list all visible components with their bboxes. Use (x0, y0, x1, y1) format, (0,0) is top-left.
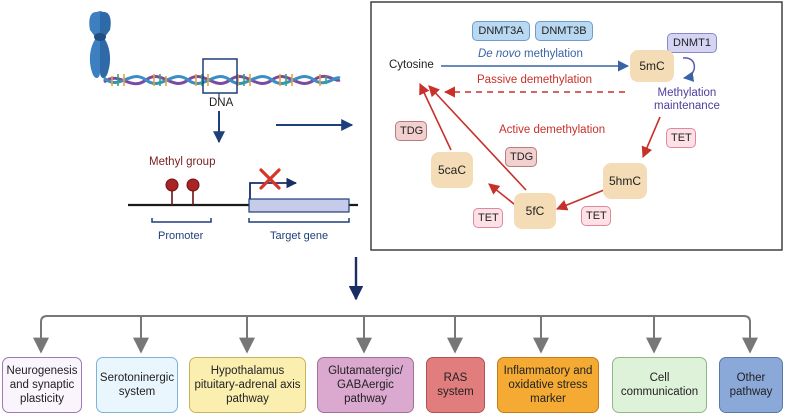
tet-badge-2: TET (581, 206, 611, 226)
dna-label: DNA (209, 97, 234, 109)
maintenance-line-2: maintenance (654, 100, 720, 112)
maintenance-line-1: Methylation (657, 87, 717, 99)
arrow-5mC-5hmC (641, 116, 661, 159)
de-novo-rest: methylation (520, 48, 583, 60)
dnmt1-badge: DNMT1 (667, 33, 717, 53)
tet-badge-3: TET (473, 208, 503, 228)
outcome-glutamatergic: Glutamatergic/ GABAergic pathway (317, 357, 414, 413)
target-gene-label: Target gene (270, 230, 329, 242)
tet-badge-1: TET (666, 128, 696, 148)
dnmt3a-badge: DNMT3A (472, 21, 530, 41)
maintenance-label: Methylation maintenance (654, 87, 720, 113)
de-novo-italic: De novo (478, 48, 521, 60)
outcome-hpa-axis: Hypothalamus pituitary-adrenal axis path… (189, 357, 306, 413)
outcome-branch-lines (40, 315, 751, 351)
arrow-5hmC-5fC (555, 189, 605, 211)
tdg-badge-2: TDG (505, 147, 537, 167)
dna-helix-icon (103, 74, 341, 86)
promoter-label: Promoter (158, 230, 204, 242)
arrow-5caC-cytosine (419, 82, 452, 151)
transcription-start-arrow-icon (249, 177, 298, 199)
de-novo-label: De novo methylation (478, 48, 583, 61)
blocked-x-icon (259, 168, 281, 190)
arrow-5fC-cytosine (428, 85, 527, 191)
chromosome-icon (89, 11, 111, 78)
promoter-bracket (151, 218, 212, 223)
passive-demethylation-label: Passive demethylation (477, 74, 593, 86)
outcome-branch-arrows (33, 316, 758, 354)
outcome-serotoninergic: Serotoninergic system (96, 357, 178, 413)
target-gene-box (248, 198, 350, 213)
outcome-other-pathway: Other pathway (719, 357, 783, 413)
dna-zoom-box (202, 58, 238, 94)
node-5hmC: 5hmC (603, 163, 647, 199)
dnmt3b-badge: DNMT3B (535, 21, 593, 41)
tdg-badge-1: TDG (395, 121, 427, 141)
cytosine-label: Cytosine (389, 59, 434, 71)
outcome-inflammatory: Inflammatory and oxidative stress marker (497, 357, 599, 413)
outcome-neurogenesis: Neurogenesis and synaptic plasticity (2, 357, 82, 413)
node-5caC: 5caC (431, 152, 473, 188)
outcome-cell-communication: Cell communication (612, 357, 707, 413)
target-gene-bracket (248, 218, 350, 223)
node-5mC: 5mC (630, 50, 674, 82)
methyl-group-label: Methyl group (149, 156, 216, 168)
outcome-ras-system: RAS system (426, 357, 485, 413)
methyl-group-icon (165, 178, 200, 205)
node-5fC: 5fC (514, 193, 556, 229)
maintenance-loop-arrow (682, 57, 696, 82)
active-demethylation-label: Active demethylation (499, 124, 606, 136)
